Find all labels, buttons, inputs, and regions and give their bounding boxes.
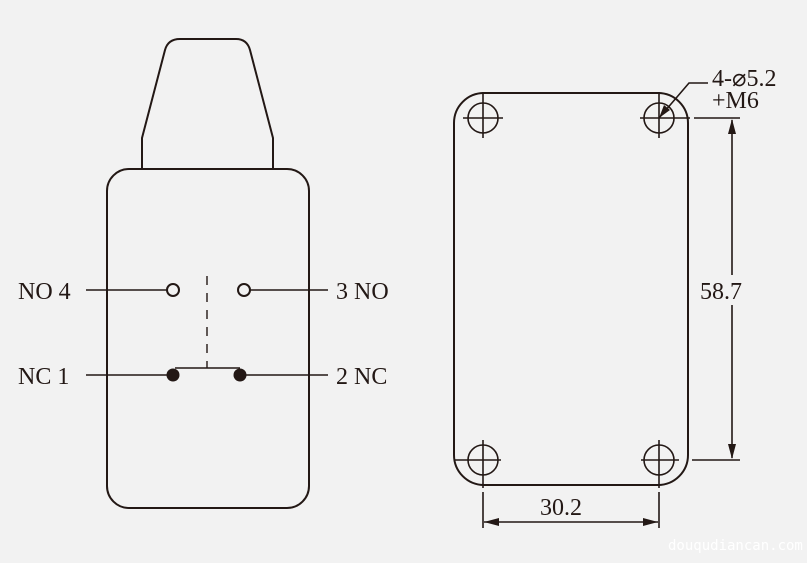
- height-dimension: [692, 117, 740, 461]
- mounting-hole-icon: [641, 440, 679, 488]
- hole-spec-leader: [658, 82, 708, 119]
- actuator-cap: [141, 38, 274, 168]
- label-no3: 3 NO: [336, 279, 389, 305]
- plate-outline: [453, 92, 689, 486]
- arrowhead-down-icon: [728, 444, 736, 459]
- watermark: douqudiancan.com: [668, 538, 803, 554]
- label-nc2: 2 NC: [336, 364, 387, 390]
- arrowhead-up-icon: [728, 119, 736, 134]
- mounting-hole-icon: [640, 92, 690, 138]
- width-dimension: [482, 492, 660, 528]
- label-nc1: NC 1: [18, 364, 69, 390]
- no3-open-contact-icon: [237, 283, 251, 297]
- hole-spec-label: 4-⌀5.2: [712, 66, 776, 92]
- width-dimension-label: 30.2: [540, 495, 582, 521]
- height-dimension-label: 58.7: [700, 279, 742, 305]
- mounting-plate: [453, 92, 690, 488]
- mounting-hole-icon: [454, 440, 501, 488]
- switch-body: [106, 38, 310, 509]
- contact-schematic: [86, 276, 328, 382]
- switch-housing: [106, 168, 310, 509]
- no4-open-contact-icon: [166, 283, 180, 297]
- arrowhead-right-icon: [643, 518, 658, 526]
- label-no4: NO 4: [18, 279, 71, 305]
- thread-spec-label: +M6: [712, 88, 759, 114]
- nc1-closed-contact-icon: [166, 368, 180, 382]
- mounting-hole-icon: [463, 92, 503, 138]
- arrowhead-left-icon: [484, 518, 499, 526]
